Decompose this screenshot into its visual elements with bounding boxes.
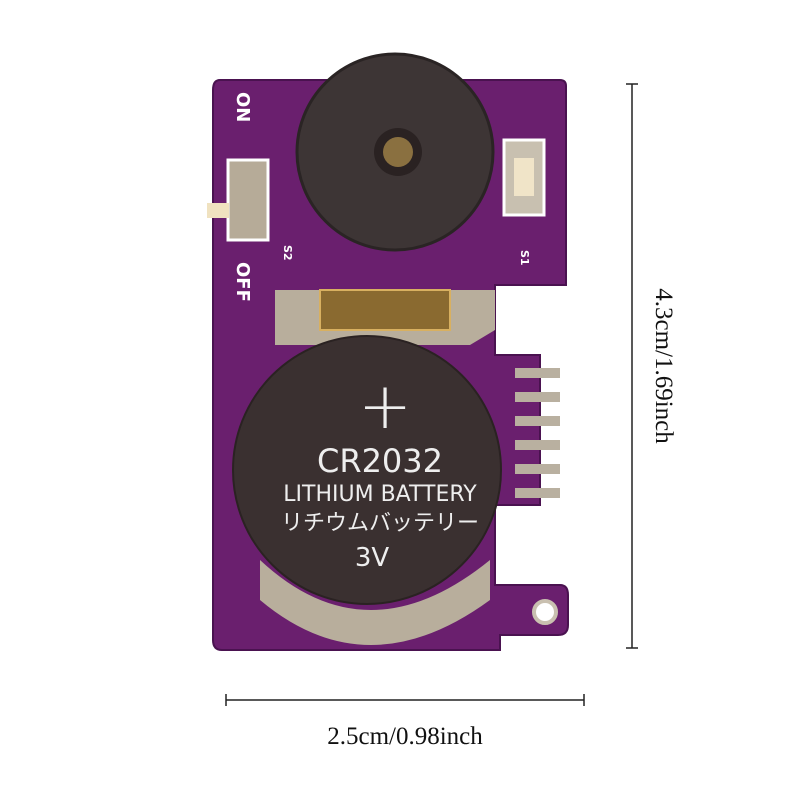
- tactile-button[interactable]: [502, 138, 546, 217]
- silk-s2: S2: [281, 245, 294, 261]
- cr2032-battery: + CR2032 LITHIUM BATTERY リチウムバッテリー 3V: [232, 335, 502, 605]
- silk-on: ON: [232, 92, 253, 122]
- battery-holder: [260, 289, 495, 645]
- silk-s1: S1: [518, 250, 531, 266]
- width-dimension: [225, 694, 585, 706]
- edge-connector: [515, 368, 560, 498]
- battery-voltage: 3V: [355, 543, 390, 573]
- battery-plus: +: [358, 370, 412, 444]
- silk-off: OFF: [232, 262, 253, 302]
- mounting-hole: [532, 599, 558, 625]
- slide-switch[interactable]: [207, 158, 270, 242]
- buzzer: [295, 52, 495, 252]
- battery-type-jp: リチウムバッテリー: [281, 511, 479, 536]
- height-label: 4.3cm/1.69inch: [650, 288, 677, 444]
- battery-model: CR2032: [317, 442, 443, 480]
- height-dimension: [626, 83, 638, 649]
- battery-type: LITHIUM BATTERY: [283, 482, 477, 507]
- width-label: 2.5cm/0.98inch: [327, 723, 483, 750]
